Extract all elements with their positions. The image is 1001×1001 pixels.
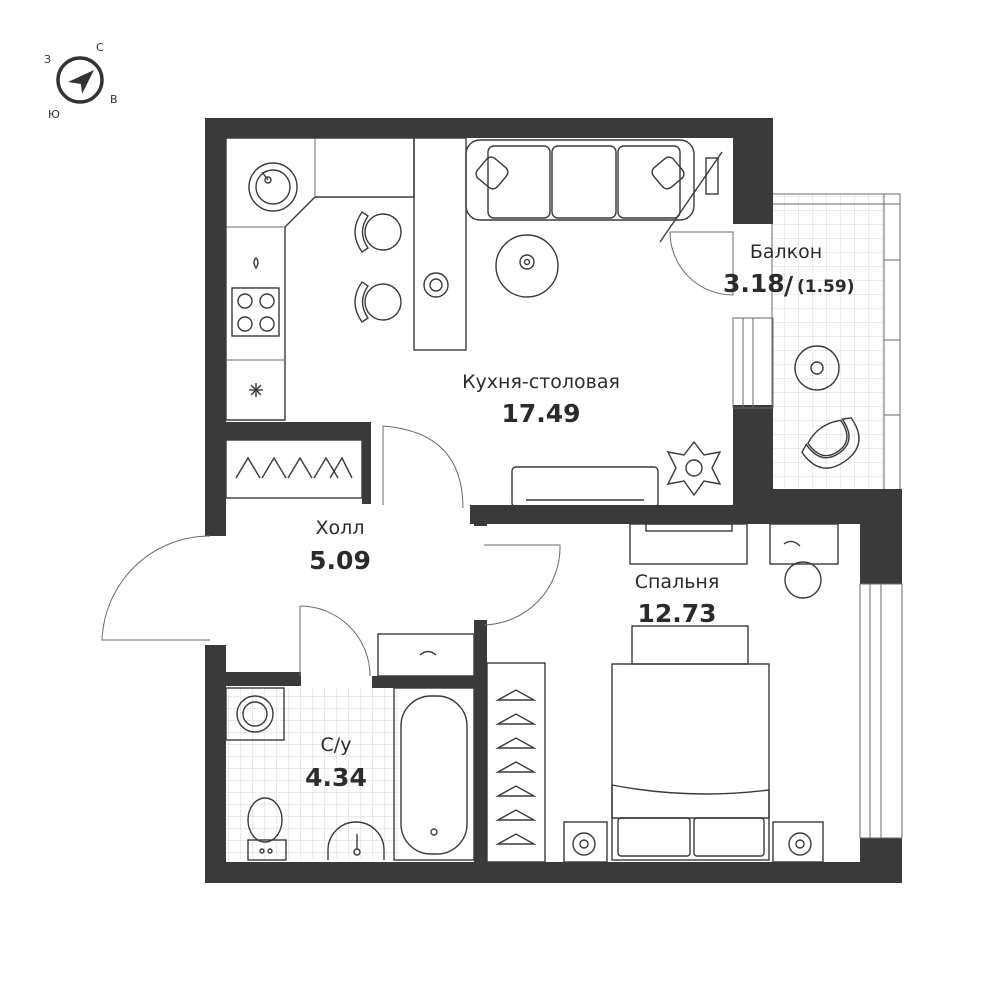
entrance-door-swing: [101, 535, 211, 641]
bed-icon: [611, 625, 770, 861]
compass-east: В: [110, 93, 118, 106]
wardrobe: [225, 439, 363, 499]
coffee-table-icon: [495, 234, 559, 298]
washing-machine-icon: [225, 687, 285, 741]
compass-north: С: [96, 41, 104, 54]
desk: [769, 523, 839, 565]
bathroom-floor: [226, 688, 398, 860]
balcony: [771, 193, 901, 493]
bathroom: [225, 687, 475, 861]
kitchen-name: Кухня-столовая: [462, 371, 620, 393]
balcony-table-icon: [794, 345, 840, 391]
water-drop-icon: [253, 257, 259, 270]
stove-icon: [231, 287, 280, 337]
sink-icon: [327, 821, 385, 860]
compass: С З В Ю: [44, 41, 118, 121]
balcony-door-swing: [669, 231, 734, 296]
compass-west: З: [44, 53, 51, 66]
tv-stand: [629, 523, 748, 565]
hanger-icon: [235, 456, 353, 479]
hall: [101, 439, 561, 677]
kitchen-counter: [225, 137, 415, 421]
windows: [732, 317, 903, 839]
bathtub-icon: [393, 687, 475, 861]
toilet-icon: [247, 797, 287, 861]
compass-south: Ю: [48, 108, 60, 121]
bedroom-wardrobe: [486, 662, 546, 863]
bedroom-door-swing: [483, 544, 561, 626]
balcony-name: Балкон: [750, 241, 822, 263]
chair-icon: [354, 211, 402, 253]
kitchen: [225, 137, 734, 509]
nightstand-icon: [563, 821, 608, 863]
bedroom-area: 12.73: [637, 599, 716, 628]
bedroom-name: Спальня: [635, 571, 720, 593]
hall-name: Холл: [316, 517, 365, 539]
plant-icon: [666, 440, 722, 497]
kitchen-door-swing: [382, 425, 464, 509]
hall-shelf: [377, 633, 475, 677]
hanger-icon: [495, 689, 537, 845]
bathroom-door-swing: [299, 605, 371, 677]
stool-icon: [784, 561, 822, 599]
kitchen-area: 17.49: [501, 399, 580, 428]
chair-icon: [354, 281, 402, 323]
sink-icon: [248, 162, 298, 212]
compass-ring: [56, 56, 104, 104]
armchair-icon: [801, 417, 860, 469]
walls: [205, 118, 902, 883]
tv-icon: [645, 523, 733, 532]
balcony-area: 3.18: [723, 269, 785, 298]
balcony-area-reduced: (1.59): [797, 277, 854, 297]
bedroom: [486, 523, 839, 863]
nightstand-icon: [772, 821, 824, 863]
dining-bar-table: [413, 137, 467, 351]
balcony-floor: [772, 194, 884, 489]
bathroom-name: С/у: [321, 734, 352, 756]
compass-arrow-icon: [68, 70, 94, 94]
table-item-icon: [423, 272, 449, 298]
tv-icon: [511, 466, 659, 508]
balcony-slash: /: [784, 271, 794, 300]
fridge-snowflake-icon: [249, 383, 263, 397]
sofa-icon: [465, 139, 695, 221]
room-labels: Кухня-столовая 17.49 Балкон 3.18 / (1.59…: [305, 241, 854, 792]
floor-lamp-icon: [659, 151, 723, 243]
hall-area: 5.09: [309, 546, 371, 575]
bathroom-area: 4.34: [305, 763, 367, 792]
